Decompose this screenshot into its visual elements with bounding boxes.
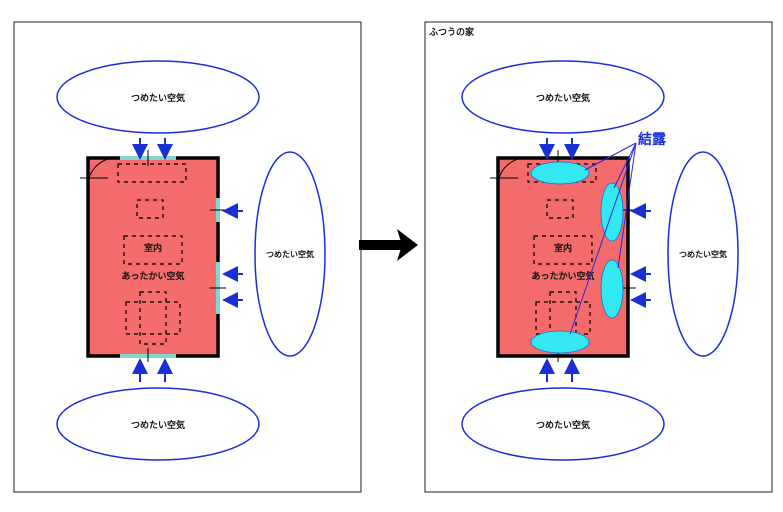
room-rect xyxy=(86,156,220,358)
left-right-cold-air: つめたい空気 xyxy=(254,151,326,357)
condensation-label: 結露 xyxy=(638,131,667,148)
right-panel-title: ふつうの家 xyxy=(429,26,475,38)
condensation-right-lower xyxy=(600,259,624,319)
cold-air-label: つめたい空気 xyxy=(536,419,590,431)
right-bottom-cold-air: つめたい空気 xyxy=(461,387,665,461)
furniture xyxy=(117,163,187,345)
left-room: 室内 あったかい空気 xyxy=(80,150,226,362)
condensation-leaders xyxy=(569,142,637,335)
cold-air-label: つめたい空気 xyxy=(536,92,590,104)
cold-air-label: つめたい空気 xyxy=(266,249,314,259)
right-right-cold-air: つめたい空気 xyxy=(667,151,739,357)
right-room: 室内 あったかい空気 xyxy=(490,150,636,362)
right-top-cold-air: つめたい空気 xyxy=(461,60,665,134)
transition-arrow xyxy=(359,229,418,261)
condensation-top xyxy=(530,161,590,185)
cold-air-label: つめたい空気 xyxy=(679,249,727,259)
warm-air-label: あったかい空気 xyxy=(121,270,184,282)
left-panel: つめたい空気 つめたい空気 つめたい空気 xyxy=(13,21,362,493)
left-arrows xyxy=(132,138,243,382)
cold-air-label: つめたい空気 xyxy=(131,419,185,431)
cold-air-label: つめたい空気 xyxy=(131,92,185,104)
left-top-cold-air: つめたい空気 xyxy=(56,60,260,134)
door-swing xyxy=(497,157,527,187)
room-label: 室内 xyxy=(554,242,572,254)
left-bottom-cold-air: つめたい空気 xyxy=(56,387,260,461)
door-swing xyxy=(87,157,117,187)
room-label: 室内 xyxy=(144,242,162,254)
warm-air-label: あったかい空気 xyxy=(531,270,594,282)
right-panel: ふつうの家 つめたい空気 つめたい空気 つめたい空気 xyxy=(424,21,773,493)
condensation-bottom xyxy=(530,330,590,354)
right-arrows xyxy=(539,138,651,382)
